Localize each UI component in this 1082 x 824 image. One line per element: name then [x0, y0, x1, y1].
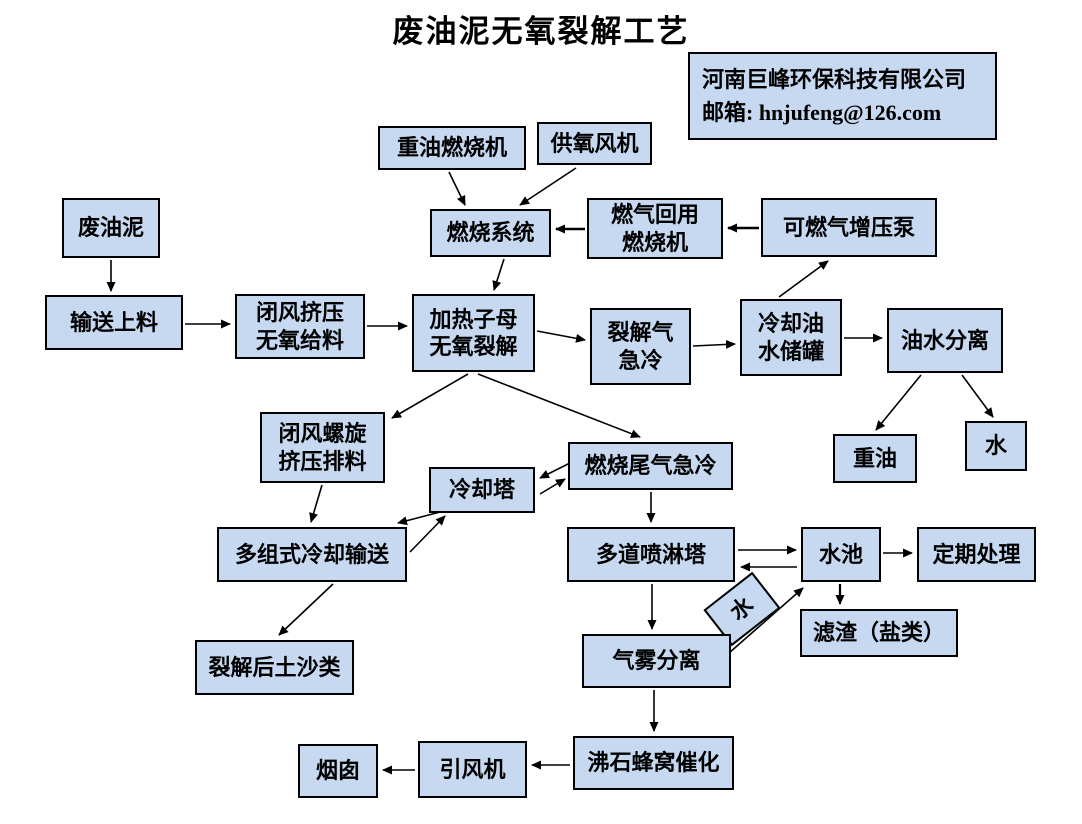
- arrow-separation-to-heavyoil: [875, 374, 922, 431]
- node-filter-residue: 滤渣（盐类）: [800, 609, 958, 657]
- node-heating-pyrolysis: 加热子母 无氧裂解: [412, 294, 535, 372]
- arrow-conveyor-to-coolingtower: [409, 515, 446, 553]
- node-water-pool: 水池: [801, 527, 881, 582]
- arrow-pyrolysis-to-gasquench: [536, 330, 586, 343]
- company-name: 河南巨峰环保科技有限公司: [702, 67, 967, 92]
- arrow-combustion-to-pyrolysis: [492, 258, 505, 291]
- arrow-burner-to-combustion: [448, 171, 466, 206]
- node-combustion-system: 燃烧系统: [430, 209, 551, 257]
- node-oxygen-supply-fan: 供氧风机: [537, 122, 652, 165]
- node-zeolite-honeycomb-catalysis: 沸石蜂窝催化: [573, 736, 734, 790]
- arrow-conveyor-to-soilsand: [278, 583, 334, 636]
- arrow-tank-to-boosterpump: [778, 260, 829, 298]
- arrow-gasquench-to-tank: [692, 339, 736, 349]
- arrow-separation-to-water: [961, 374, 994, 418]
- arrow-tailgasquench-to-coolingtower: [539, 461, 573, 479]
- node-pyrolyzed-soil-sand: 裂解后土沙类: [195, 640, 354, 695]
- node-gas-recycle-burner: 燃气回用 燃烧机: [587, 198, 723, 259]
- node-induced-draft-fan: 引风机: [418, 741, 527, 798]
- node-combustion-tail-gas-quench: 燃烧尾气急冷: [568, 442, 733, 490]
- node-heavy-oil: 重油: [833, 434, 917, 483]
- page-title: 废油泥无氧裂解工艺: [392, 14, 690, 49]
- company-email: 邮箱: hnjufeng@126.com: [702, 100, 942, 125]
- arrow-mist-to-waterpool: [728, 587, 804, 654]
- node-chimney: 烟囱: [298, 744, 378, 798]
- node-multi-stage-spray-tower: 多道喷淋塔: [567, 527, 735, 582]
- node-cooling-oil-water-tank: 冷却油 水储罐: [740, 299, 842, 376]
- node-conveying-feeding: 输送上料: [45, 295, 183, 350]
- arrow-fan-to-combustion: [519, 167, 577, 206]
- arrow-screwdischarge-to-conveyor: [309, 484, 323, 523]
- arrow-coolingtower-to-tailgasquench: [539, 478, 566, 495]
- node-water: 水: [965, 421, 1027, 471]
- arrow-coolingtower-to-conveyor: [397, 510, 445, 526]
- company-info-box: 河南巨峰环保科技有限公司 邮箱: hnjufeng@126.com: [688, 52, 997, 140]
- node-cooling-tower: 冷却塔: [429, 467, 535, 513]
- arrow-pyrolysis-to-screwdischarge: [391, 373, 469, 419]
- node-mist-separation: 气雾分离: [582, 634, 731, 688]
- node-combustible-gas-booster-pump: 可燃气增压泵: [761, 198, 937, 257]
- node-periodic-treatment: 定期处理: [917, 527, 1036, 582]
- node-sealed-screw-discharge: 闭风螺旋 挤压排料: [260, 412, 385, 483]
- arrow-pyrolysis-to-tailgasquench: [477, 373, 641, 438]
- node-pyrolysis-gas-quench: 裂解气 急冷: [590, 308, 691, 385]
- node-waste-oil-sludge: 废油泥: [62, 198, 160, 258]
- node-oil-water-separation: 油水分离: [887, 308, 1003, 373]
- node-heavy-oil-burner: 重油燃烧机: [378, 126, 526, 170]
- node-multi-group-cooling-conveyor: 多组式冷却输送: [217, 527, 407, 582]
- node-sealed-extrusion-feeding: 闭风挤压 无氧给料: [235, 294, 365, 359]
